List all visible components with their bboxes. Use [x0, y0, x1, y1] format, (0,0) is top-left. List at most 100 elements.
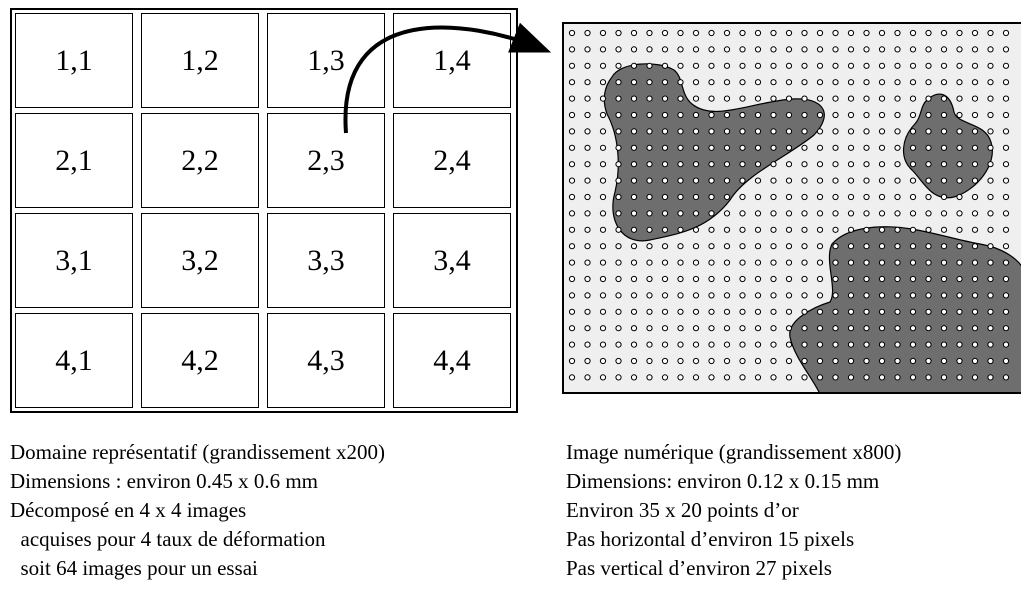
- gold-point: [739, 325, 746, 332]
- gold-point: [847, 374, 855, 381]
- gold-point: [630, 128, 638, 135]
- gold-point: [1002, 144, 1010, 151]
- gold-point: [1002, 259, 1010, 266]
- gold-point: [894, 62, 901, 69]
- gold-point: [971, 177, 979, 184]
- grid-cell: 3,2: [141, 213, 259, 308]
- gold-point: [878, 325, 886, 332]
- gold-point: [584, 210, 591, 217]
- gold-point: [940, 357, 948, 365]
- gold-point: [708, 177, 715, 184]
- gold-point: [646, 374, 653, 381]
- gold-point: [1002, 374, 1010, 381]
- gold-point: [816, 111, 824, 119]
- gold-point: [770, 210, 777, 217]
- gold-point: [956, 79, 963, 86]
- gold-point: [754, 325, 762, 332]
- gold-point: [615, 308, 622, 315]
- gold-point: [956, 341, 963, 348]
- gold-point: [770, 161, 777, 168]
- gold-point: [723, 128, 731, 135]
- gold-point: [754, 341, 762, 348]
- gold-point: [894, 193, 901, 201]
- gold-point: [584, 275, 591, 283]
- gold-point: [677, 374, 684, 381]
- gold-point: [847, 144, 855, 151]
- gold-point: [940, 193, 948, 201]
- gold-point: [1002, 177, 1010, 184]
- blob-right: [903, 93, 993, 199]
- gold-point: [770, 275, 777, 283]
- gold-point: [785, 46, 793, 53]
- gold-point: [940, 341, 948, 348]
- gold-point: [940, 325, 948, 332]
- grid-cell: 1,2: [141, 13, 259, 108]
- gold-point: [723, 144, 731, 151]
- gold-point: [584, 259, 591, 266]
- gold-point: [568, 259, 576, 266]
- gold-point: [847, 177, 855, 184]
- gold-point: [863, 259, 870, 266]
- grid-cell: 3,4: [393, 213, 511, 308]
- gold-point: [785, 79, 793, 86]
- gold-point: [847, 259, 855, 266]
- gold-point: [940, 95, 948, 102]
- gold-point: [770, 292, 777, 299]
- zoom-arrow: [343, 22, 552, 134]
- gold-point: [615, 226, 622, 233]
- gold-point: [863, 128, 870, 135]
- gold-point: [661, 325, 669, 332]
- gold-point: [770, 62, 777, 69]
- gold-point: [863, 357, 870, 365]
- gold-point: [661, 275, 669, 283]
- gold-point: [832, 275, 839, 283]
- gold-point: [801, 177, 808, 184]
- gold-point: [909, 144, 917, 151]
- gold-point: [909, 275, 917, 283]
- gold-point: [940, 46, 948, 53]
- gold-point: [909, 341, 917, 348]
- gold-point: [971, 144, 979, 151]
- gold-point: [785, 226, 793, 233]
- gold-point: [956, 111, 963, 119]
- gold-point: [661, 29, 669, 37]
- gold-point: [987, 292, 994, 299]
- gold-point: [1002, 95, 1010, 102]
- gold-point: [925, 29, 932, 37]
- gold-point: [971, 357, 979, 365]
- caption-line: Pas horizontal d’environ 15 pixels: [566, 527, 855, 551]
- gold-point: [723, 29, 731, 37]
- gold-point: [816, 193, 824, 201]
- gold-point: [971, 95, 979, 102]
- gold-point: [816, 325, 824, 332]
- gold-point: [1002, 46, 1010, 53]
- gold-point: [723, 62, 731, 69]
- gold-point: [708, 325, 715, 332]
- gold-point: [568, 62, 576, 69]
- grid-cell: 4,3: [267, 313, 385, 408]
- gold-point: [832, 325, 839, 332]
- gold-point: [584, 341, 591, 348]
- gold-point: [971, 46, 979, 53]
- gold-point: [708, 193, 715, 201]
- gold-point: [987, 341, 994, 348]
- gold-point: [925, 374, 932, 381]
- gold-point: [956, 29, 963, 37]
- gold-point: [956, 275, 963, 283]
- gold-point: [878, 79, 886, 86]
- gold-point: [723, 193, 731, 201]
- gold-point: [832, 144, 839, 151]
- gold-point: [646, 275, 653, 283]
- gold-point: [878, 341, 886, 348]
- caption-domain: Domaine représentatif (grandissement x20…: [10, 438, 385, 583]
- gold-point: [940, 144, 948, 151]
- gold-point: [708, 210, 715, 217]
- gold-point: [646, 325, 653, 332]
- gold-point: [584, 79, 591, 86]
- gold-point: [692, 325, 700, 332]
- gold-point: [801, 46, 808, 53]
- gold-point: [894, 292, 901, 299]
- gold-point: [692, 374, 700, 381]
- gold-point: [677, 46, 684, 53]
- gold-point: [739, 128, 746, 135]
